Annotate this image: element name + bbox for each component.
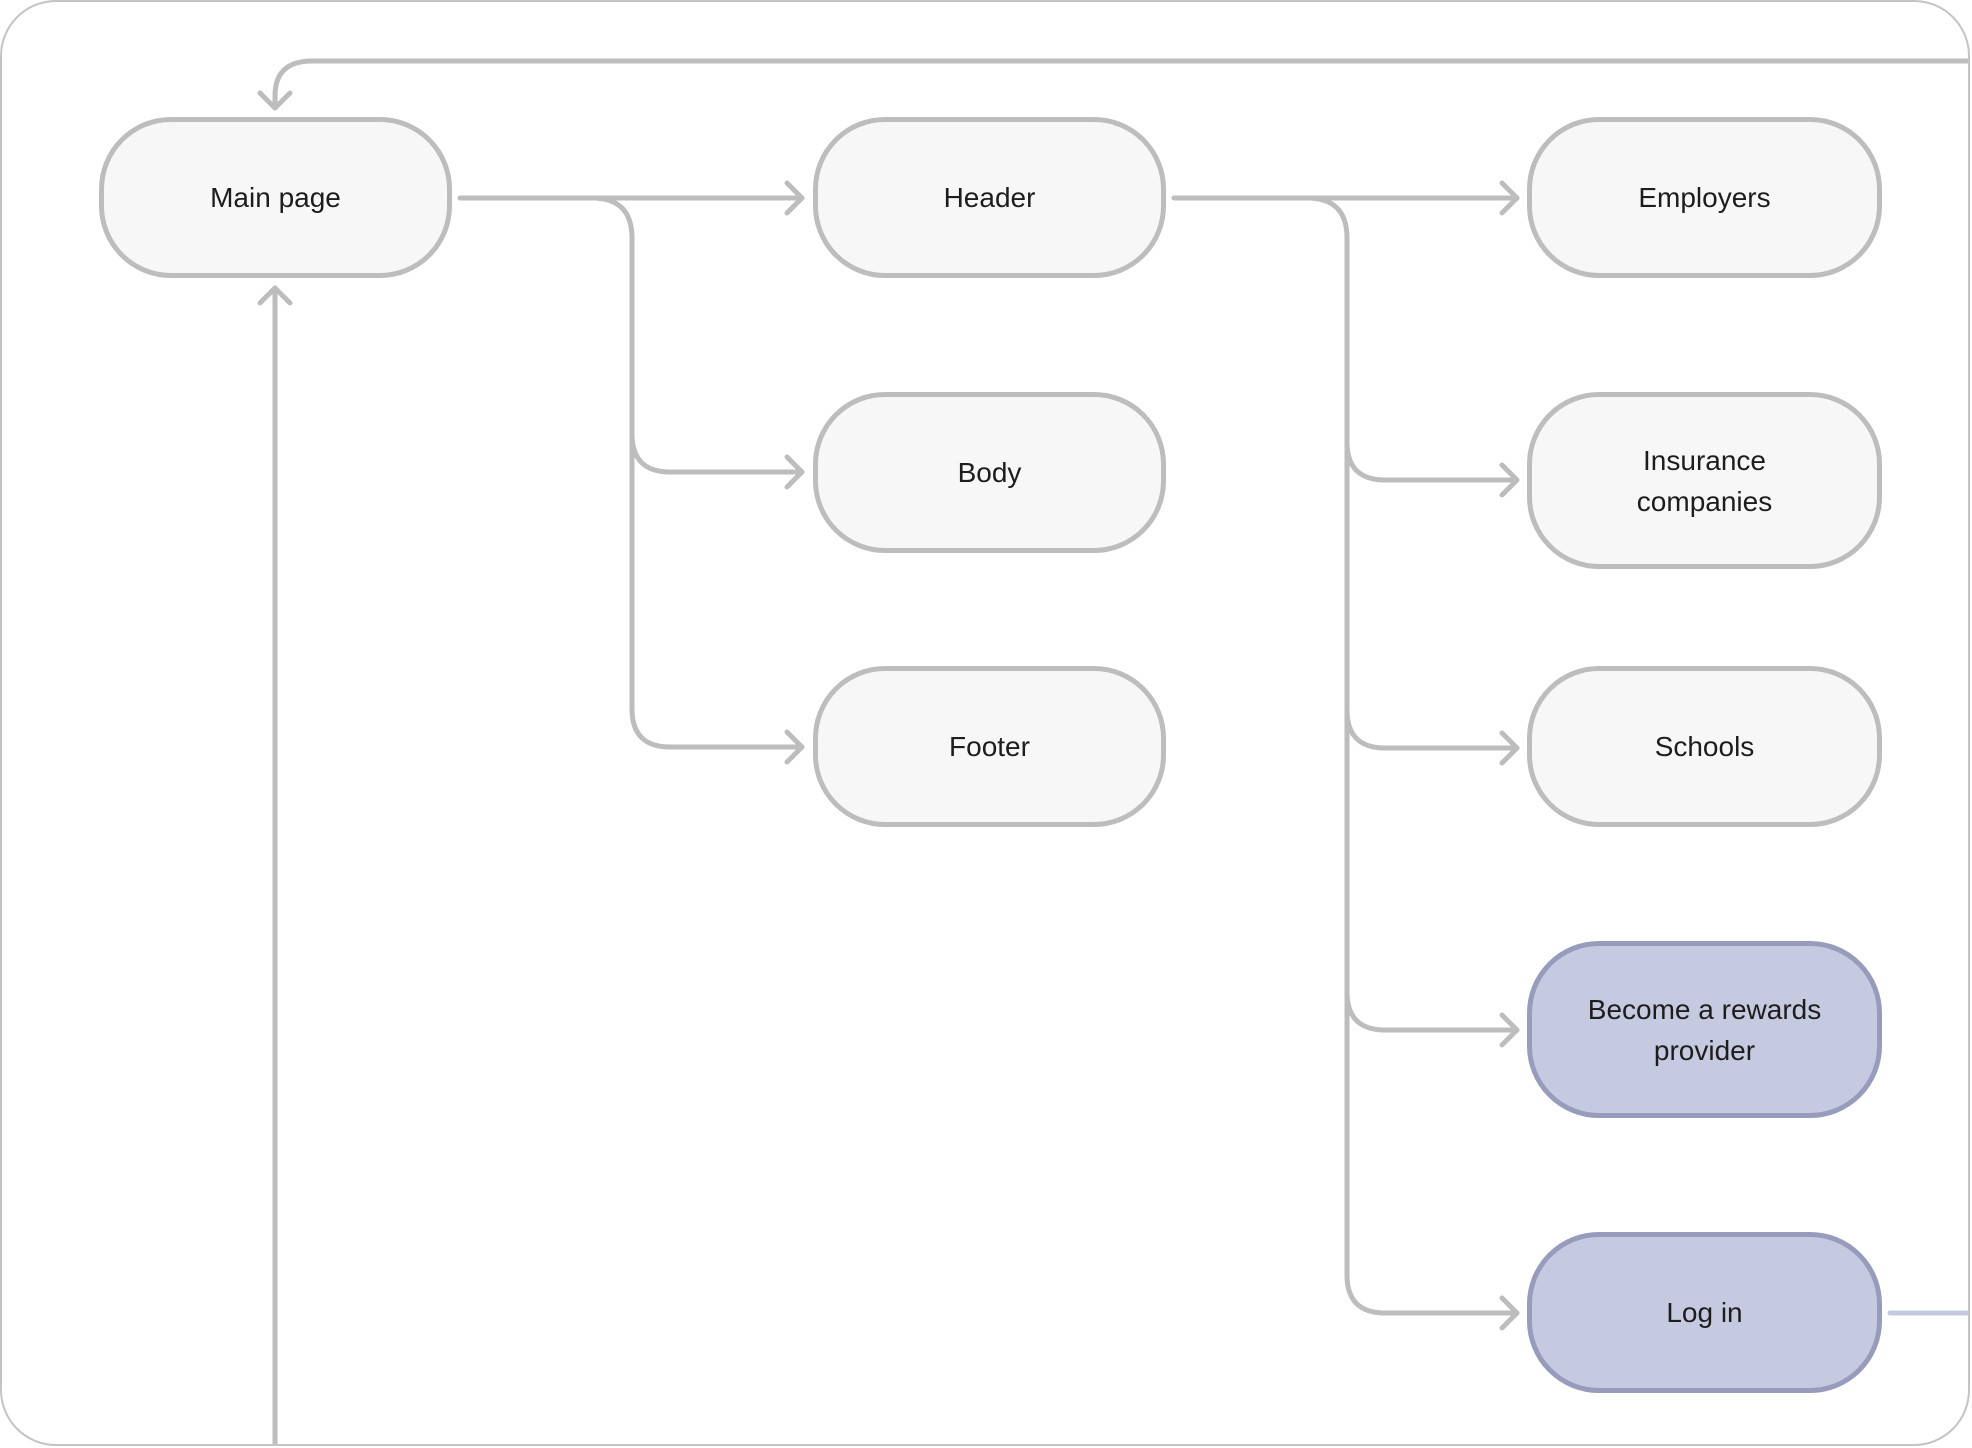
connector-main-page-body	[629, 431, 805, 475]
connector-header-trunk	[1304, 195, 1520, 1316]
node-label: Main page	[210, 182, 341, 213]
arrowhead-return-bottom	[257, 285, 293, 306]
arrowhead-rewards	[1499, 1012, 1520, 1048]
node-main-page[interactable]: Main page	[99, 117, 452, 278]
connector-header-insurance	[1344, 439, 1520, 483]
arrowhead-insurance	[1499, 462, 1520, 498]
arrowhead-footer	[784, 729, 805, 765]
node-body[interactable]: Body	[813, 392, 1166, 553]
node-label: Employers	[1638, 182, 1771, 213]
arrowhead-header	[784, 180, 805, 216]
connector-header-rewards	[1344, 989, 1520, 1033]
connector-main-page-trunk	[589, 195, 805, 750]
node-label: Log in	[1666, 1297, 1743, 1328]
connector-header-schools	[1344, 707, 1520, 751]
node-footer[interactable]: Footer	[813, 666, 1166, 827]
arrowhead-employers	[1499, 180, 1520, 216]
node-label: Schools	[1654, 731, 1755, 762]
arrowhead-log-in	[1499, 1295, 1520, 1331]
connector-return-top	[272, 58, 1968, 111]
node-label: Become a rewards provider	[1587, 993, 1822, 1066]
node-label: Header	[943, 182, 1036, 213]
arrowhead-body	[784, 454, 805, 490]
node-label: Insurance companies	[1636, 444, 1773, 517]
arrowhead-return-top	[257, 90, 293, 111]
node-header[interactable]: Header	[813, 117, 1166, 278]
node-become-rewards-provider[interactable]: Become a rewards provider	[1527, 941, 1882, 1118]
node-label: Body	[957, 457, 1022, 488]
node-schools[interactable]: Schools	[1527, 666, 1882, 827]
arrowhead-schools	[1499, 730, 1520, 766]
node-log-in[interactable]: Log in	[1527, 1232, 1882, 1393]
node-label: Footer	[949, 731, 1030, 762]
node-employers[interactable]: Employers	[1527, 117, 1882, 278]
node-insurance-companies[interactable]: Insurance companies	[1527, 392, 1882, 569]
